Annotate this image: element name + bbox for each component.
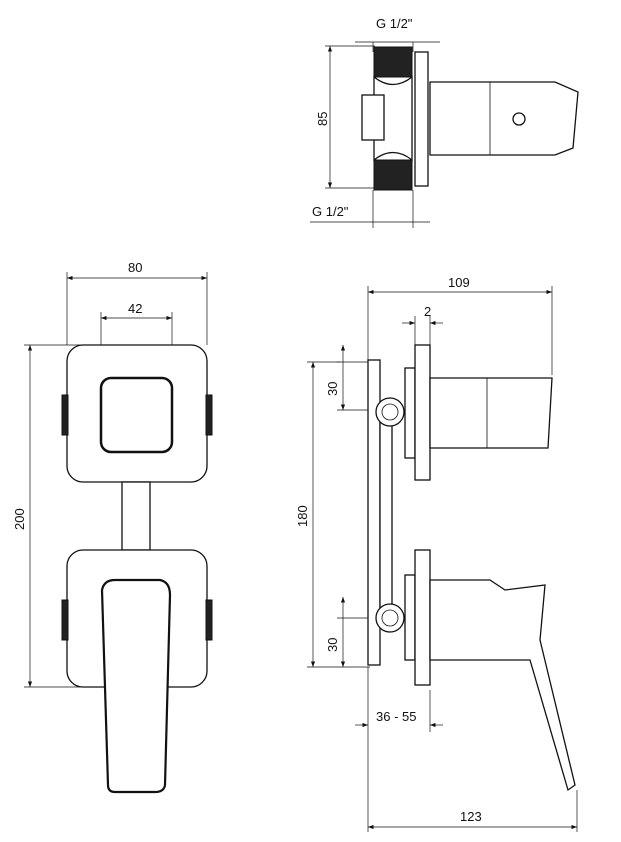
diverter-handle-side (429, 377, 553, 449)
plate-2-label: 2 (424, 304, 431, 319)
upper-30-label: 30 (325, 382, 340, 396)
thread-top-label: G 1/2" (376, 16, 413, 31)
thread-bottom-label: G 1/2" (312, 204, 349, 219)
thread-bottom (373, 159, 413, 191)
side-view: 109 2 30 180 30 36 - 55 123 (295, 275, 578, 832)
width-80-label: 80 (128, 260, 142, 275)
depth-109-label: 109 (448, 275, 470, 290)
lower-wall-plate (414, 549, 431, 686)
upper-wall-plate (414, 344, 431, 481)
thread-top (373, 46, 413, 78)
total-depth-123-label: 123 (460, 809, 482, 824)
handle-body (429, 81, 579, 156)
top-view: G 1/2" 85 G 1/2" (310, 16, 579, 228)
diverter-knob (99, 376, 174, 454)
height-85-label: 85 (315, 112, 330, 126)
wall-depth-label: 36 - 55 (376, 709, 416, 724)
wall-plate (414, 51, 429, 187)
mixer-lever (100, 578, 172, 794)
lower-30-label: 30 (325, 638, 340, 652)
height-200-label: 200 (12, 508, 27, 530)
spacing-180-label: 180 (295, 505, 310, 527)
knob-width-42-label: 42 (128, 301, 142, 316)
mixer-lever-side (429, 579, 576, 792)
front-view: 80 42 200 (12, 260, 213, 794)
